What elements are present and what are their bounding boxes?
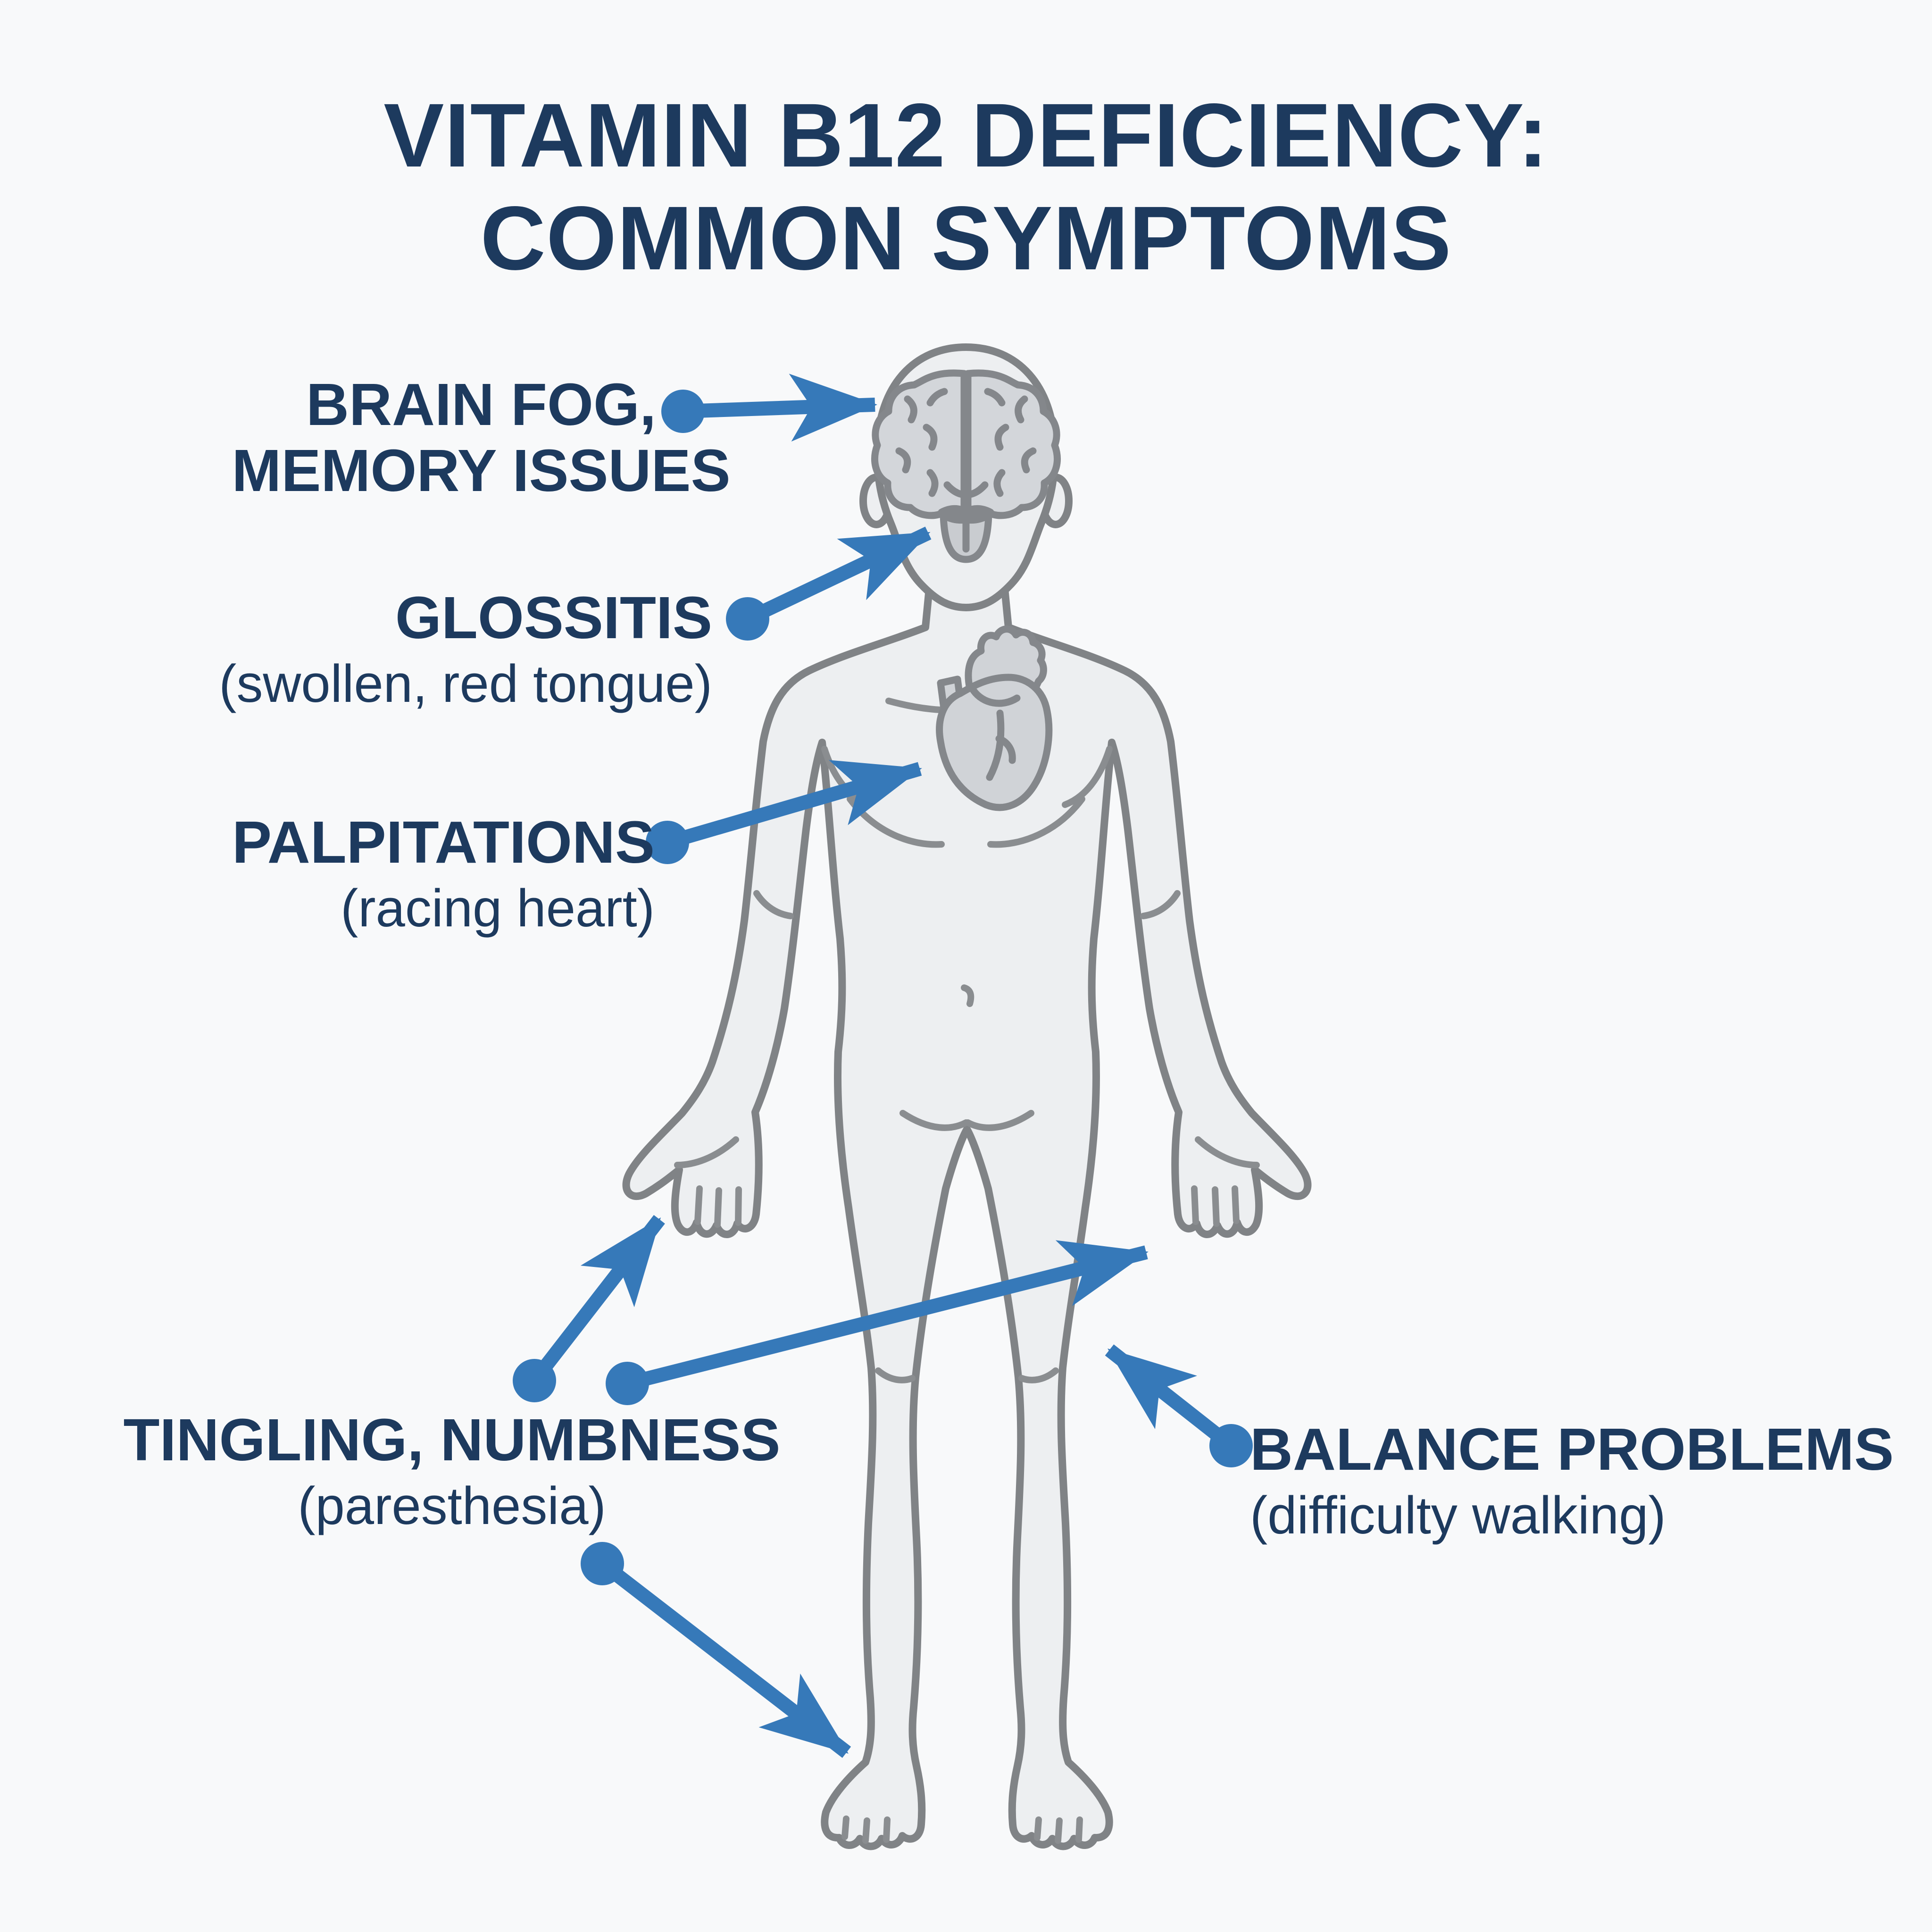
brain-fog-text-line2: MEMORY ISSUES <box>232 437 731 504</box>
palpitations-name: PALPITATIONS <box>232 809 655 875</box>
arrow-to-brain <box>661 374 877 442</box>
arrow-to-left-foot <box>581 1542 851 1758</box>
face-details <box>938 481 994 563</box>
arrow-to-heart <box>646 760 922 864</box>
arrow-to-right-leg <box>1105 1344 1253 1467</box>
tingling-name: TINGLING, NUMBNESS <box>123 1407 781 1473</box>
nose-icon <box>943 481 989 498</box>
human-body-outline <box>622 343 1312 1850</box>
title-line-2: COMMON SYMPTOMS <box>480 187 1452 289</box>
balance-name: BALANCE PROBLEMS <box>1250 1416 1894 1482</box>
brain-fog-text-line1: BRAIN FOG, <box>306 371 656 438</box>
label-glossitis: GLOSSITIS (swollen, red tongue) <box>219 585 712 717</box>
label-balance-problems: BALANCE PROBLEMS (difficulty walking) <box>1250 1416 1894 1549</box>
glossitis-detail: (swollen, red tongue) <box>219 654 712 713</box>
tingling-detail: (paresthesia) <box>298 1476 606 1535</box>
glossitis-name: GLOSSITIS <box>395 584 712 651</box>
balance-detail: (difficulty walking) <box>1250 1486 1666 1545</box>
label-palpitations: PALPITATIONS (racing heart) <box>232 809 655 941</box>
mouth-line <box>938 505 994 516</box>
label-brain-fog: BRAIN FOG, MEMORY ISSUES <box>198 372 764 504</box>
arrow-to-right-hand <box>606 1240 1149 1405</box>
pointer-arrows <box>513 374 1253 1758</box>
title-line-1: VITAMIN B12 DEFICIENCY: <box>383 84 1549 186</box>
label-tingling-numbness: TINGLING, NUMBNESS (paresthesia) <box>98 1407 806 1539</box>
page-title: VITAMIN B12 DEFICIENCY: COMMON SYMPTOMS <box>0 84 1932 290</box>
heart-icon <box>936 625 1053 811</box>
brain-icon <box>871 369 1061 519</box>
arrow-to-left-hand <box>513 1215 665 1402</box>
body-silhouette <box>622 585 1312 1850</box>
palpitations-detail: (racing heart) <box>340 879 655 938</box>
arrow-to-tongue <box>726 526 932 641</box>
